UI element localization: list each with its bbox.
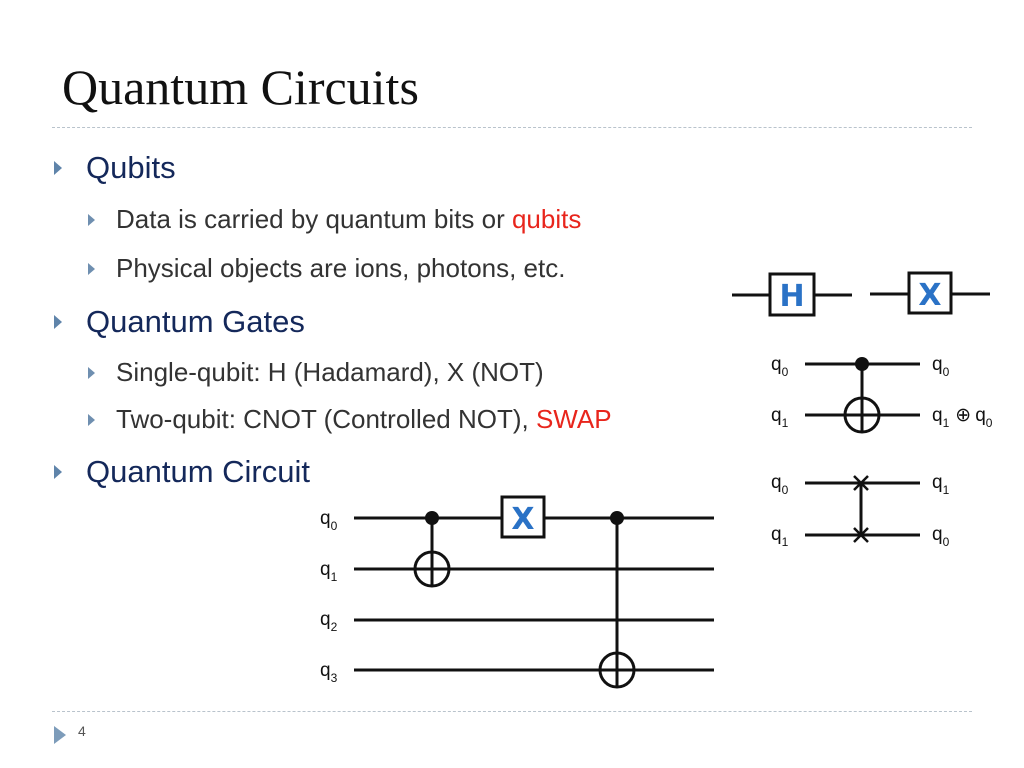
swap-cross-top-icon — [853, 475, 869, 491]
cnot-out-q0-label: q0 — [932, 354, 950, 379]
bullet-qubits-physical: Physical objects are ions, photons, etc. — [88, 253, 566, 283]
x-gate-box — [907, 271, 953, 315]
bullet-circuit-label: Quantum Circuit — [86, 454, 310, 489]
bullet-arrow-icon — [54, 315, 62, 329]
h-gate-label: H — [779, 279, 804, 314]
h-gate-box — [768, 272, 816, 317]
bullet-gates-two-text: Two-qubit: CNOT (Controlled NOT), — [116, 404, 536, 434]
bullet-qubits: Qubits — [54, 150, 176, 185]
swap-out-q1-label: q1 — [932, 472, 950, 497]
footer-divider — [52, 711, 972, 712]
bullet-arrow-icon — [54, 161, 62, 175]
bullet-gates-single-text: Single-qubit: H (Hadamard), X (NOT) — [116, 357, 544, 387]
swap-highlight: SWAP — [535, 404, 612, 434]
x-gate-label: X — [918, 278, 941, 313]
swap-out-q0-label: q0 — [932, 524, 950, 549]
circuit-x-gate-label: X — [511, 502, 534, 537]
qubits-highlight: qubits — [511, 204, 582, 234]
bullet-qubits-label: Qubits — [86, 150, 176, 185]
cnot-in-q0-label: q0 — [771, 354, 789, 379]
sub-bullet-arrow-icon — [88, 414, 95, 426]
bullet-gates-label: Quantum Gates — [86, 304, 305, 339]
circuit-q3-label: q3 — [320, 660, 338, 685]
page-number: 4 — [78, 723, 86, 739]
bullet-arrow-icon — [54, 465, 62, 479]
xor-plus-marks — [415, 398, 879, 687]
cnot-control-dot — [855, 357, 869, 371]
title-divider — [52, 127, 972, 128]
circuit-q1-label: q1 — [320, 559, 338, 584]
swap-in-q0-label: q0 — [771, 472, 789, 497]
circuit-cnot2-control-dot — [610, 511, 624, 525]
bullet-qubits-data: Data is carried by quantum bits or qubit… — [88, 204, 582, 234]
swap-cross-bottom-icon — [853, 527, 869, 543]
circuit-cnot1-control-dot — [425, 511, 439, 525]
bullet-circuit: Quantum Circuit — [54, 454, 310, 489]
bullet-gates-single: Single-qubit: H (Hadamard), X (NOT) — [88, 357, 544, 387]
circuit-q2-label: q2 — [320, 609, 338, 634]
slide-title: Quantum Circuits — [62, 59, 419, 115]
bullet-gates: Quantum Gates — [54, 304, 305, 339]
quantum-circuit-diagram: q0 q1 q2 q3 X — [320, 495, 714, 689]
cnot-out-xor-label: q1⊕q0 — [932, 405, 993, 430]
sub-bullet-arrow-icon — [88, 263, 95, 275]
cnot-gate-diagram: q0 q1 q0 q1⊕q0 — [771, 354, 993, 434]
sub-bullet-arrow-icon — [88, 214, 95, 226]
circuit-x-gate-box — [500, 495, 546, 539]
cnot-in-q1-label: q1 — [771, 405, 789, 430]
swap-gate-diagram: q0 q1 q1 q0 — [771, 472, 950, 549]
sub-bullet-arrow-icon — [88, 367, 95, 379]
bullet-gates-two: Two-qubit: CNOT (Controlled NOT), SWAP — [88, 404, 612, 434]
circuit-q0-label: q0 — [320, 508, 338, 533]
swap-in-q1-label: q1 — [771, 524, 789, 549]
hadamard-gate-diagram: H — [732, 272, 852, 317]
bullet-qubits-data-text: Data is carried by quantum bits or — [116, 204, 512, 234]
footer-arrow-icon — [54, 726, 66, 744]
bullet-qubits-physical-text: Physical objects are ions, photons, etc. — [116, 253, 566, 283]
not-gate-diagram: X — [870, 271, 990, 315]
